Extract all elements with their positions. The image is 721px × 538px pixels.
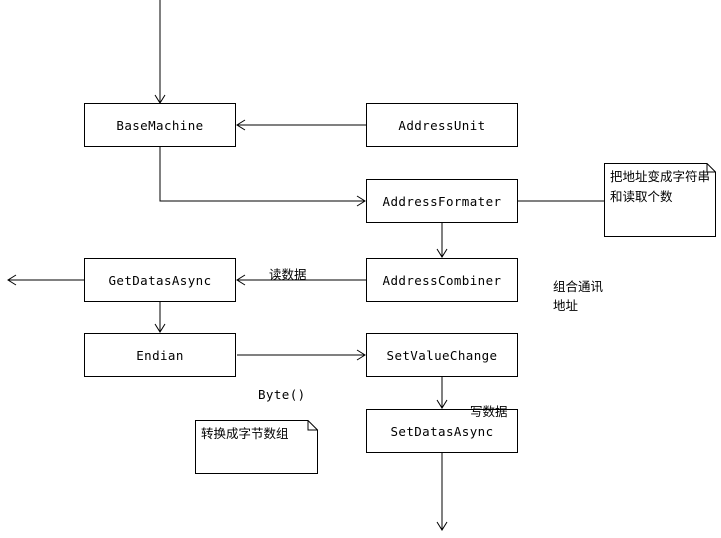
edge-label-text: 读数据: [269, 267, 307, 282]
arrowhead-getdatasasync-out: [7, 274, 17, 286]
note-text: 转换成字节数组: [201, 426, 289, 441]
edge-label-byte: Byte(): [258, 366, 306, 404]
edge-label-text: 写数据: [470, 404, 508, 419]
edge-label-combine-address: 组合通讯 地址: [553, 258, 633, 315]
node-endian[interactable]: Endian: [84, 333, 236, 377]
note-shape: [195, 420, 318, 474]
edge-label-write-data: 写数据: [470, 383, 508, 421]
edge-basemachine-addressformater: [159, 147, 365, 202]
node-label: Endian: [136, 347, 184, 363]
edge-label-text: Byte(): [258, 387, 306, 402]
node-label: AddressUnit: [398, 117, 486, 133]
note-text: 把地址变成字符串和读取个数: [610, 169, 711, 204]
arrowhead-endian-setvaluechange: [356, 349, 366, 361]
arrowhead-getdatasasync-endian: [154, 323, 166, 333]
arrowhead-setdatasasync-out: [436, 521, 448, 531]
node-label: SetDatasAsync: [390, 423, 494, 439]
arrowhead-addressunit-basemachine: [236, 119, 246, 131]
note-byte-array: 转换成字节数组: [195, 420, 319, 474]
node-label: BaseMachine: [116, 117, 204, 133]
arrowhead-setvaluechange-setdatasasync: [436, 399, 448, 409]
edge-label-text: 组合通讯 地址: [553, 279, 604, 313]
node-addresscombiner[interactable]: AddressCombiner: [366, 258, 518, 302]
edge-label-read-data: 读数据: [269, 246, 307, 284]
arrowhead-basemachine-addressformater: [356, 195, 366, 207]
node-addressformater[interactable]: AddressFormater: [366, 179, 518, 223]
node-addressunit[interactable]: AddressUnit: [366, 103, 518, 147]
node-setdatasasync[interactable]: SetDatasAsync: [366, 409, 518, 453]
node-label: SetValueChange: [386, 347, 498, 363]
arrowhead-addresscombiner-getdatasasync: [236, 274, 246, 286]
note-shape: [604, 163, 716, 237]
arrowhead-addressformater-addresscombiner: [436, 248, 448, 258]
node-label: AddressCombiner: [382, 272, 502, 288]
node-label: AddressFormater: [382, 193, 502, 209]
node-getdatasasync[interactable]: GetDatasAsync: [84, 258, 236, 302]
note-address-format: 把地址变成字符串和读取个数: [604, 163, 721, 237]
node-setvaluechange[interactable]: SetValueChange: [366, 333, 518, 377]
node-basemachine[interactable]: BaseMachine: [84, 103, 236, 147]
node-label: GetDatasAsync: [108, 272, 212, 288]
